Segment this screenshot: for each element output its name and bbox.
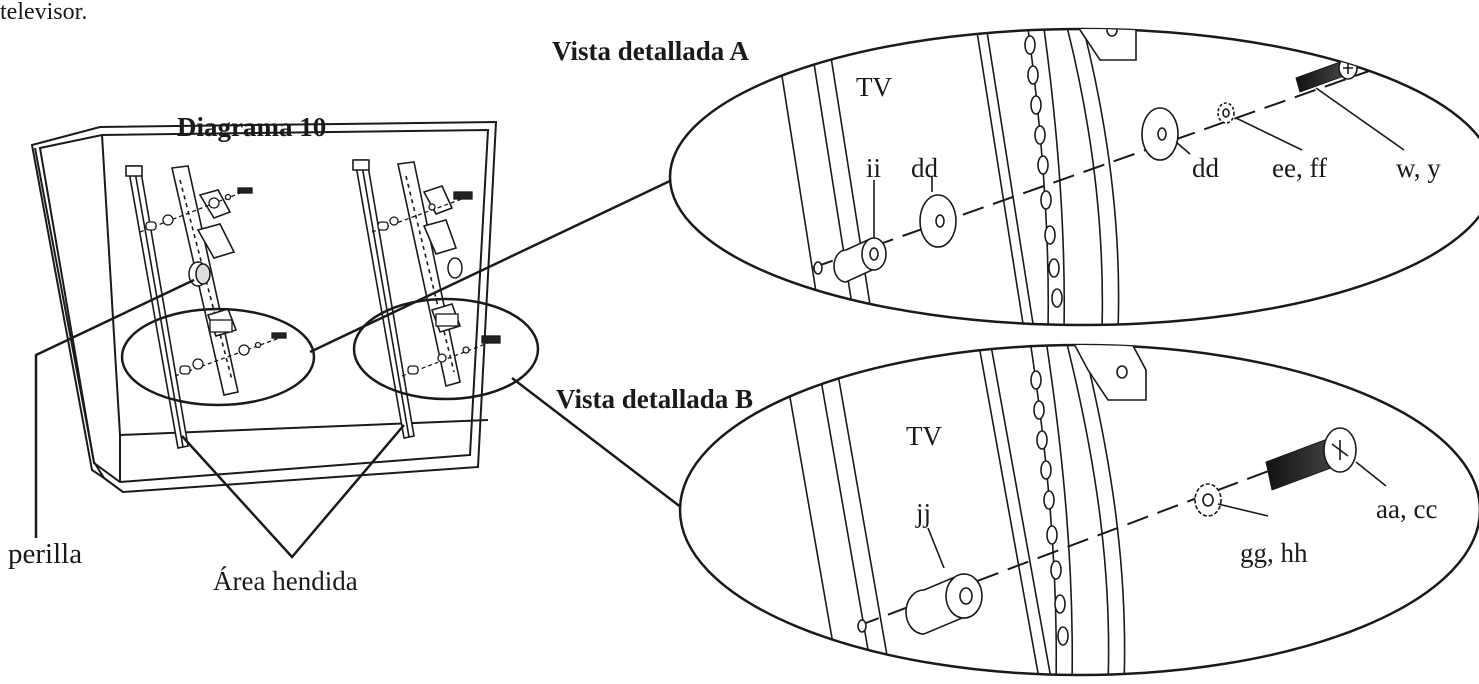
knob-left — [188, 261, 211, 287]
washer-dd-left — [919, 194, 957, 248]
detail-b-view — [678, 343, 1479, 677]
label-aa-cc: aa, cc — [1376, 494, 1438, 524]
detail-b-tv-label: TV — [906, 421, 942, 451]
detail-a-view — [668, 27, 1479, 327]
label-gg-hh: gg, hh — [1240, 538, 1308, 568]
label-dd-left: dd — [911, 153, 938, 183]
label-ee-ff: ee, ff — [1272, 153, 1327, 183]
tv-back-panel — [30, 120, 498, 494]
header-text: televisor. — [0, 0, 88, 25]
zoom-circle-b — [352, 297, 540, 401]
slot-area-label: Área hendida — [213, 566, 358, 596]
knob-label: perilla — [8, 538, 83, 570]
screw-aa-cc — [1265, 427, 1357, 491]
slot-rails — [125, 159, 415, 449]
diagram-title: Diagrama 10 — [177, 112, 327, 142]
label-jj: jj — [916, 498, 932, 528]
lock-washer-ee-ff — [1217, 102, 1235, 124]
washer-dd-right — [1141, 107, 1179, 161]
spacer-jj — [905, 573, 983, 635]
label-ii: ii — [866, 153, 882, 183]
label-w-y: w, y — [1396, 153, 1441, 183]
slot-leader — [181, 424, 405, 559]
label-dd-right: dd — [1192, 153, 1219, 183]
detail-a-title: Vista detallada A — [552, 36, 750, 66]
connector-lines — [34, 178, 683, 559]
bracket-right — [397, 161, 462, 388]
detail-a-tv-label: TV — [856, 72, 892, 102]
lock-washer-gg-hh — [1194, 483, 1222, 517]
connector-a — [309, 178, 673, 354]
knob-right — [447, 257, 463, 279]
knob-leader — [34, 278, 195, 538]
connector-b — [511, 377, 683, 509]
small-hardware — [139, 187, 501, 377]
zoom-circle-a — [120, 307, 316, 407]
detail-b-title: Vista detallada B — [556, 384, 754, 414]
spacer-ii — [833, 237, 887, 283]
